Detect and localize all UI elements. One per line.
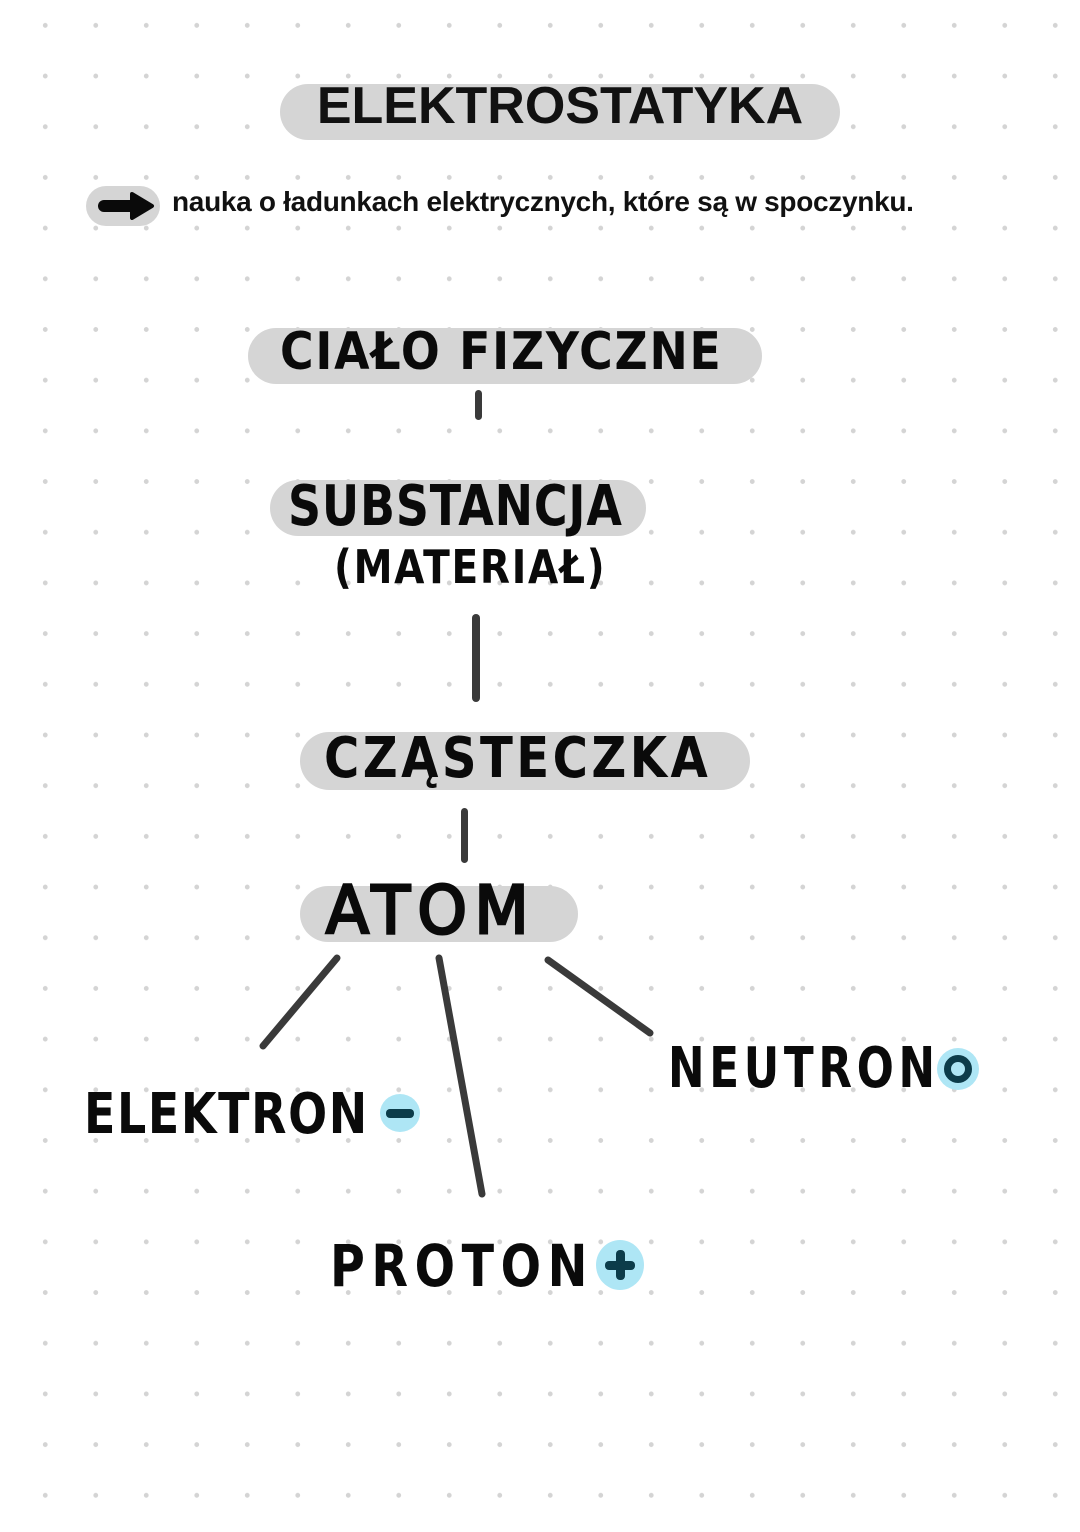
arrow-right-icon xyxy=(98,192,154,220)
plus-icon xyxy=(596,1240,644,1290)
particle-neutron: NEUTRON xyxy=(668,1036,940,1101)
node-czasteczka: CZĄSTECZKA xyxy=(324,726,712,791)
definition-text: nauka o ładunkach elektrycznych, które s… xyxy=(172,186,914,217)
node-atom: ATOM xyxy=(325,871,537,951)
node-substancja-sublabel: (MATERIAŁ) xyxy=(334,540,607,594)
node-highlight xyxy=(300,886,578,942)
neutral-circle-icon xyxy=(937,1048,979,1090)
title-highlight xyxy=(280,84,840,140)
node-substancja: SUBSTANCJA xyxy=(288,474,623,539)
node-highlight xyxy=(270,480,646,536)
node-highlight xyxy=(248,328,762,384)
minus-icon xyxy=(380,1094,420,1132)
node-highlight xyxy=(300,732,750,790)
particle-proton: PROTON xyxy=(330,1232,594,1300)
particle-elektron: ELEKTRON xyxy=(84,1082,369,1147)
connector-line xyxy=(461,808,468,863)
node-cialo-fizyczne: CIAŁO FIZYCZNE xyxy=(280,322,723,382)
connector-line xyxy=(475,390,482,420)
page-title: ELEKTROSTATYKA xyxy=(316,77,804,135)
connector-line xyxy=(472,614,480,702)
